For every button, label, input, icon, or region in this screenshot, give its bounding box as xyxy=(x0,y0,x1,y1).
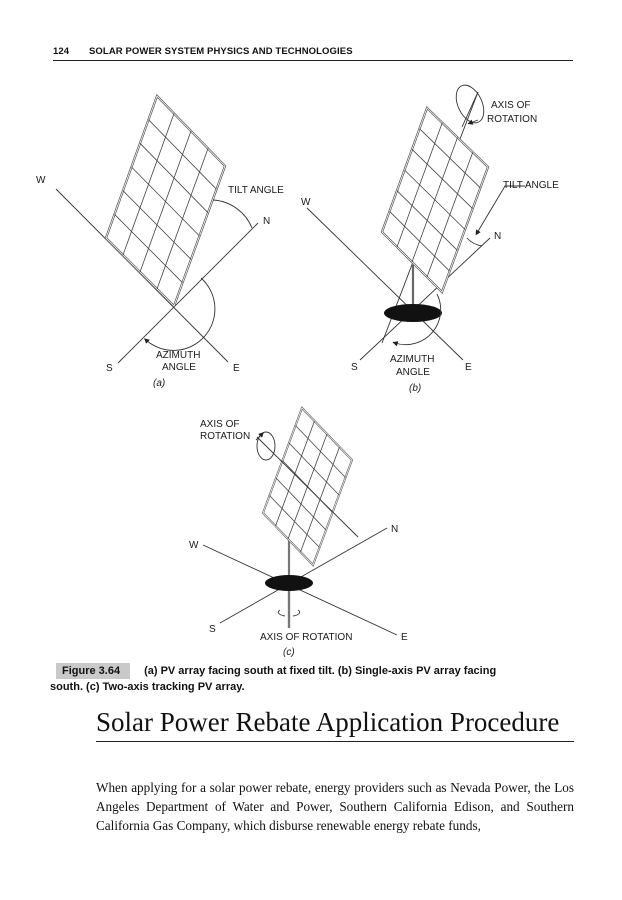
running-head: 124 SOLAR POWER SYSTEM PHYSICS AND TECHN… xyxy=(53,44,573,61)
north-south-line-a xyxy=(117,222,259,364)
figure-label: Figure 3.64 xyxy=(56,663,131,679)
caption-line-1: (a) PV array facing south at fixed tilt.… xyxy=(144,665,497,677)
compass-e-c: E xyxy=(401,632,408,643)
compass-s-a: S xyxy=(106,363,113,374)
compass-w-c: W xyxy=(189,540,199,551)
tilt-angle-arc-b xyxy=(466,237,483,247)
panel-grid-b xyxy=(389,122,481,278)
rotation-arrows-c xyxy=(277,609,301,617)
tilt-angle-leader-b xyxy=(475,185,525,236)
panel-c-sublabel: (c) xyxy=(283,647,295,658)
north-south-line-c xyxy=(219,527,388,624)
west-east-line-b xyxy=(306,207,464,361)
base-disc-b xyxy=(384,304,442,322)
caption-line-2: south. (c) Two-axis tracking PV array. xyxy=(50,681,245,693)
axis-label-b-1: AXIS OF xyxy=(491,100,530,111)
grid-line xyxy=(114,214,183,283)
tilt-angle-label-b: TILT ANGLE xyxy=(503,180,559,191)
vertical-axis-label-c: AXIS OF ROTATION xyxy=(260,632,352,643)
panel-grid-a xyxy=(114,113,217,290)
grid-line xyxy=(389,211,450,272)
grid-line xyxy=(275,477,327,531)
pv-panel-a xyxy=(104,93,227,308)
panel-b: W N S E AXIS OF ROTATION TILT ANGLE AZIM… xyxy=(301,84,559,394)
grid-line xyxy=(139,143,209,213)
axis-label-c-1: AXIS OF xyxy=(200,419,239,430)
grid-line xyxy=(122,190,192,260)
grid-line xyxy=(411,149,473,209)
grid-line xyxy=(131,166,200,237)
running-title: SOLAR POWER SYSTEM PHYSICS AND TECHNOLOG… xyxy=(89,46,353,57)
pv-panel-b xyxy=(380,106,490,294)
compass-s-b: S xyxy=(351,362,358,373)
azimuth-angle-arc-a xyxy=(143,277,216,351)
azimuth-label-b-1: AZIMUTH xyxy=(390,354,434,365)
compass-n-b: N xyxy=(494,231,501,242)
section-heading: Solar Power Rebate Application Procedure xyxy=(96,707,574,742)
rotation-loop-b xyxy=(455,84,485,124)
north-south-line-b xyxy=(359,237,491,361)
compass-n-a: N xyxy=(263,216,270,227)
grid-line xyxy=(419,128,481,189)
azimuth-label-a-1: AZIMUTH xyxy=(156,350,200,361)
axis-label-c-2: ROTATION xyxy=(200,431,250,442)
compass-e-a: E xyxy=(233,363,240,374)
panel-c: W N S E AXIS OF ROTATION AXIS OF ROTATIO… xyxy=(189,406,408,658)
grid-line xyxy=(396,190,458,251)
panel-a-sublabel: (a) xyxy=(153,378,165,389)
grid-line xyxy=(269,495,320,548)
base-disc-c xyxy=(265,575,313,591)
figure-3-64: W N S E TILT ANGLE AZIMUTH ANGLE (a) W N… xyxy=(36,84,559,658)
compass-w-a: W xyxy=(36,175,46,186)
azimuth-label-b-2: ANGLE xyxy=(396,367,430,378)
grid-line xyxy=(148,119,217,190)
grid-line xyxy=(404,169,466,230)
panel-b-sublabel: (b) xyxy=(409,383,421,394)
figure-caption: Figure 3.64 (a) PV array facing south at … xyxy=(50,663,576,695)
grid-line xyxy=(288,442,340,496)
page-number: 124 xyxy=(53,46,70,57)
compass-s-c: S xyxy=(209,624,216,635)
compass-w-b: W xyxy=(301,197,311,208)
tilt-angle-arc-a xyxy=(212,199,253,229)
panel-a: W N S E TILT ANGLE AZIMUTH ANGLE (a) xyxy=(36,93,284,389)
axis-label-b-2: ROTATION xyxy=(487,114,537,125)
body-paragraph: When applying for a solar power rebate, … xyxy=(96,780,574,833)
compass-n-c: N xyxy=(391,524,398,535)
azimuth-label-a-2: ANGLE xyxy=(162,362,196,373)
compass-e-b: E xyxy=(465,362,472,373)
rotation-loop-c xyxy=(256,431,276,461)
tilt-angle-label-a: TILT ANGLE xyxy=(228,185,284,196)
azimuth-angle-arc-b xyxy=(392,293,442,347)
grid-line xyxy=(295,425,346,478)
